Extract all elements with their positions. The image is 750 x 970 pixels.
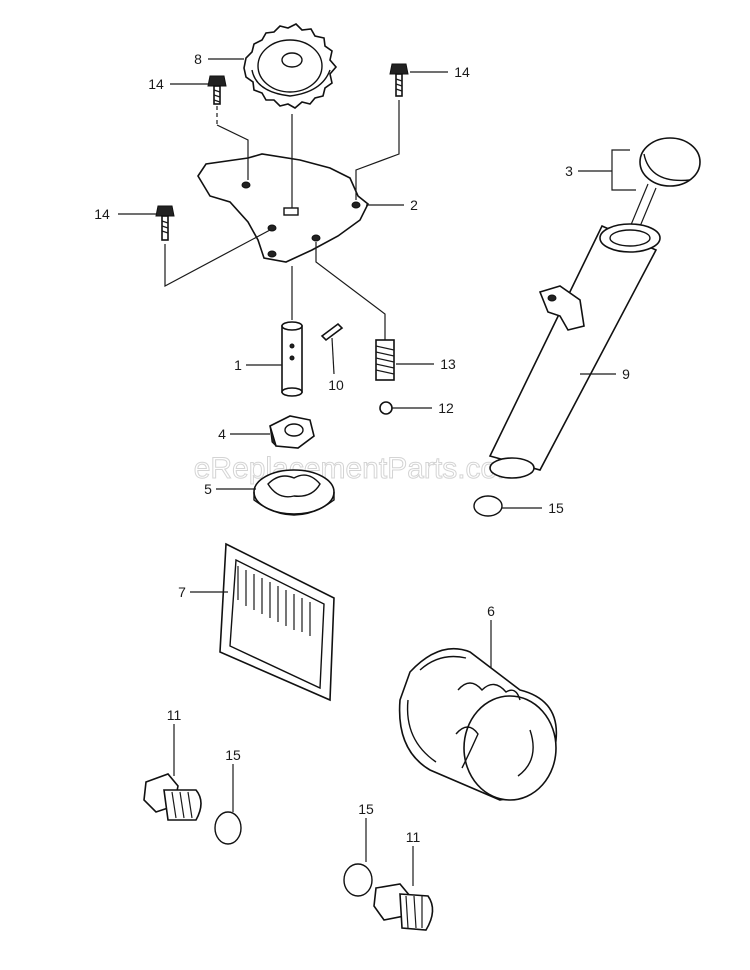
callout-7: 7	[178, 584, 186, 600]
o-ring-icon	[343, 863, 373, 897]
o-ring-icon	[473, 495, 503, 517]
pump-cover-plate-icon	[197, 153, 370, 263]
drain-plug-icon	[373, 883, 434, 931]
callout-12: 12	[438, 400, 454, 416]
relief-spring-icon	[375, 339, 395, 381]
ball-icon	[379, 401, 393, 415]
oil-screen-icon	[219, 542, 335, 702]
callout-8: 8	[194, 51, 202, 67]
callout-6: 6	[487, 603, 495, 619]
callout-13: 13	[440, 356, 456, 372]
callout-15: 15	[225, 747, 241, 763]
callout-14: 14	[148, 76, 164, 92]
bolt-icon	[207, 75, 227, 105]
callout-5: 5	[204, 481, 212, 497]
callout-14: 14	[454, 64, 470, 80]
callout-15: 15	[358, 801, 374, 817]
pump-gear-icon	[243, 23, 338, 109]
inner-rotor-icon	[269, 415, 315, 449]
callout-11: 11	[406, 829, 421, 845]
dipstick-cap-icon	[627, 137, 701, 237]
callout-4: 4	[218, 426, 226, 442]
o-ring-icon	[214, 811, 242, 845]
leader-lines	[118, 58, 636, 886]
callout-2: 2	[410, 197, 418, 213]
callout-3: 3	[565, 163, 573, 179]
callout-1: 1	[234, 357, 242, 373]
pump-shaft-icon	[281, 321, 303, 397]
oil-fill-tube-icon	[488, 223, 661, 479]
bolt-icon	[155, 205, 175, 241]
pin-icon	[320, 322, 344, 342]
callout-14: 14	[94, 206, 110, 222]
outer-rotor-icon	[253, 469, 335, 516]
callout-9: 9	[622, 366, 630, 382]
oil-filter-icon	[398, 648, 558, 801]
watermark-text: eReplacementParts.com	[194, 452, 522, 485]
bolt-icon	[389, 63, 409, 97]
callout-11: 11	[167, 707, 182, 723]
callout-labels: 8 14 14 14 2 3 9 1 10 13 12 4 5 15 7 6 1…	[94, 51, 630, 845]
callout-15: 15	[548, 500, 564, 516]
callout-10: 10	[328, 377, 344, 393]
drain-plug-icon	[143, 773, 202, 821]
